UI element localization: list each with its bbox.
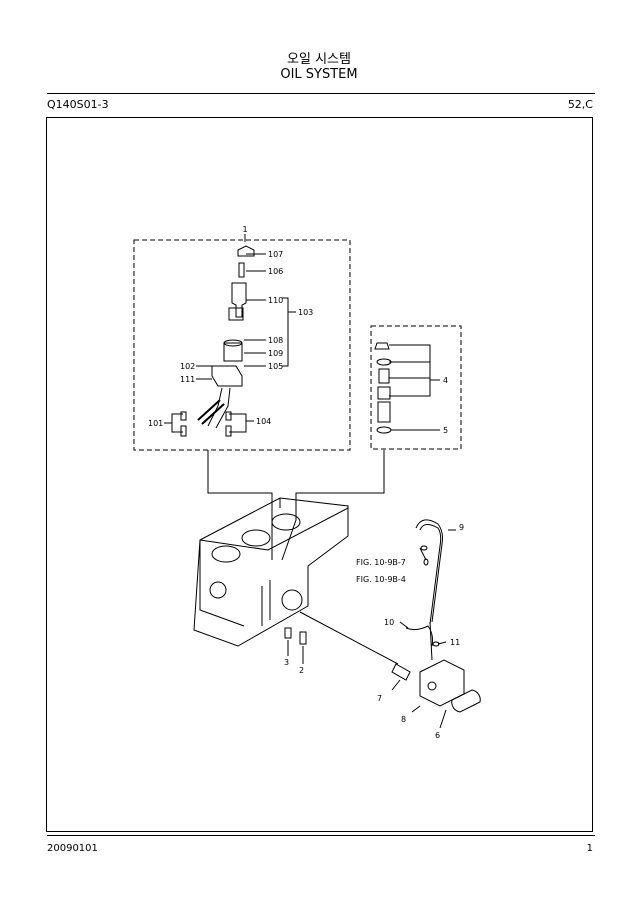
gear-part — [231, 282, 247, 318]
callout-107: 107 — [268, 250, 283, 259]
callout-3: 3 — [284, 658, 289, 667]
callout-2: 2 — [299, 666, 304, 675]
footer-divider — [47, 835, 595, 836]
callout-1: 1 — [242, 225, 247, 234]
callout-11: 11 — [450, 638, 460, 647]
engine-block — [193, 497, 349, 647]
shaft-part — [238, 262, 245, 278]
header-divider — [47, 93, 595, 94]
callout-104: 104 — [256, 417, 271, 426]
callout-6: 6 — [435, 731, 440, 740]
pump-body-part — [223, 342, 243, 362]
callout-105: 105 — [268, 362, 283, 371]
footer-page-number: 1 — [586, 843, 593, 854]
callout-108: 108 — [268, 336, 283, 345]
callout-111: 111 — [180, 375, 195, 384]
callout-5: 5 — [443, 426, 448, 435]
relief-valve-assembly-box — [370, 325, 462, 450]
document-code: Q140S01-3 — [47, 98, 109, 111]
callout-4: 4 — [443, 376, 448, 385]
callout-10: 10 — [384, 618, 394, 627]
oil-filter — [451, 689, 481, 713]
fig-reference-1: FIG. 10-9B-7 — [356, 558, 406, 567]
footer-date: 20090101 — [47, 843, 98, 854]
callout-9: 9 — [459, 523, 464, 532]
callout-102: 102 — [180, 362, 195, 371]
cap-part — [237, 245, 255, 257]
callout-101: 101 — [148, 419, 163, 428]
oil-pipe — [415, 519, 443, 623]
fig-reference-2: FIG. 10-9B-4 — [356, 575, 406, 584]
callout-7: 7 — [377, 694, 382, 703]
page-title-korean: 오일 시스템 — [287, 52, 351, 67]
callout-8: 8 — [401, 715, 406, 724]
callout-109: 109 — [268, 349, 283, 358]
pump-cover-part — [211, 365, 243, 387]
filter-base — [419, 659, 465, 707]
callout-106: 106 — [268, 267, 283, 276]
diagram-frame — [46, 117, 593, 832]
oil-pump-assembly-box — [133, 239, 351, 451]
page-title: OIL SYSTEM — [280, 67, 358, 82]
callout-110: 110 — [268, 296, 283, 305]
callout-103: 103 — [298, 308, 313, 317]
page-reference: 52,C — [567, 98, 593, 111]
